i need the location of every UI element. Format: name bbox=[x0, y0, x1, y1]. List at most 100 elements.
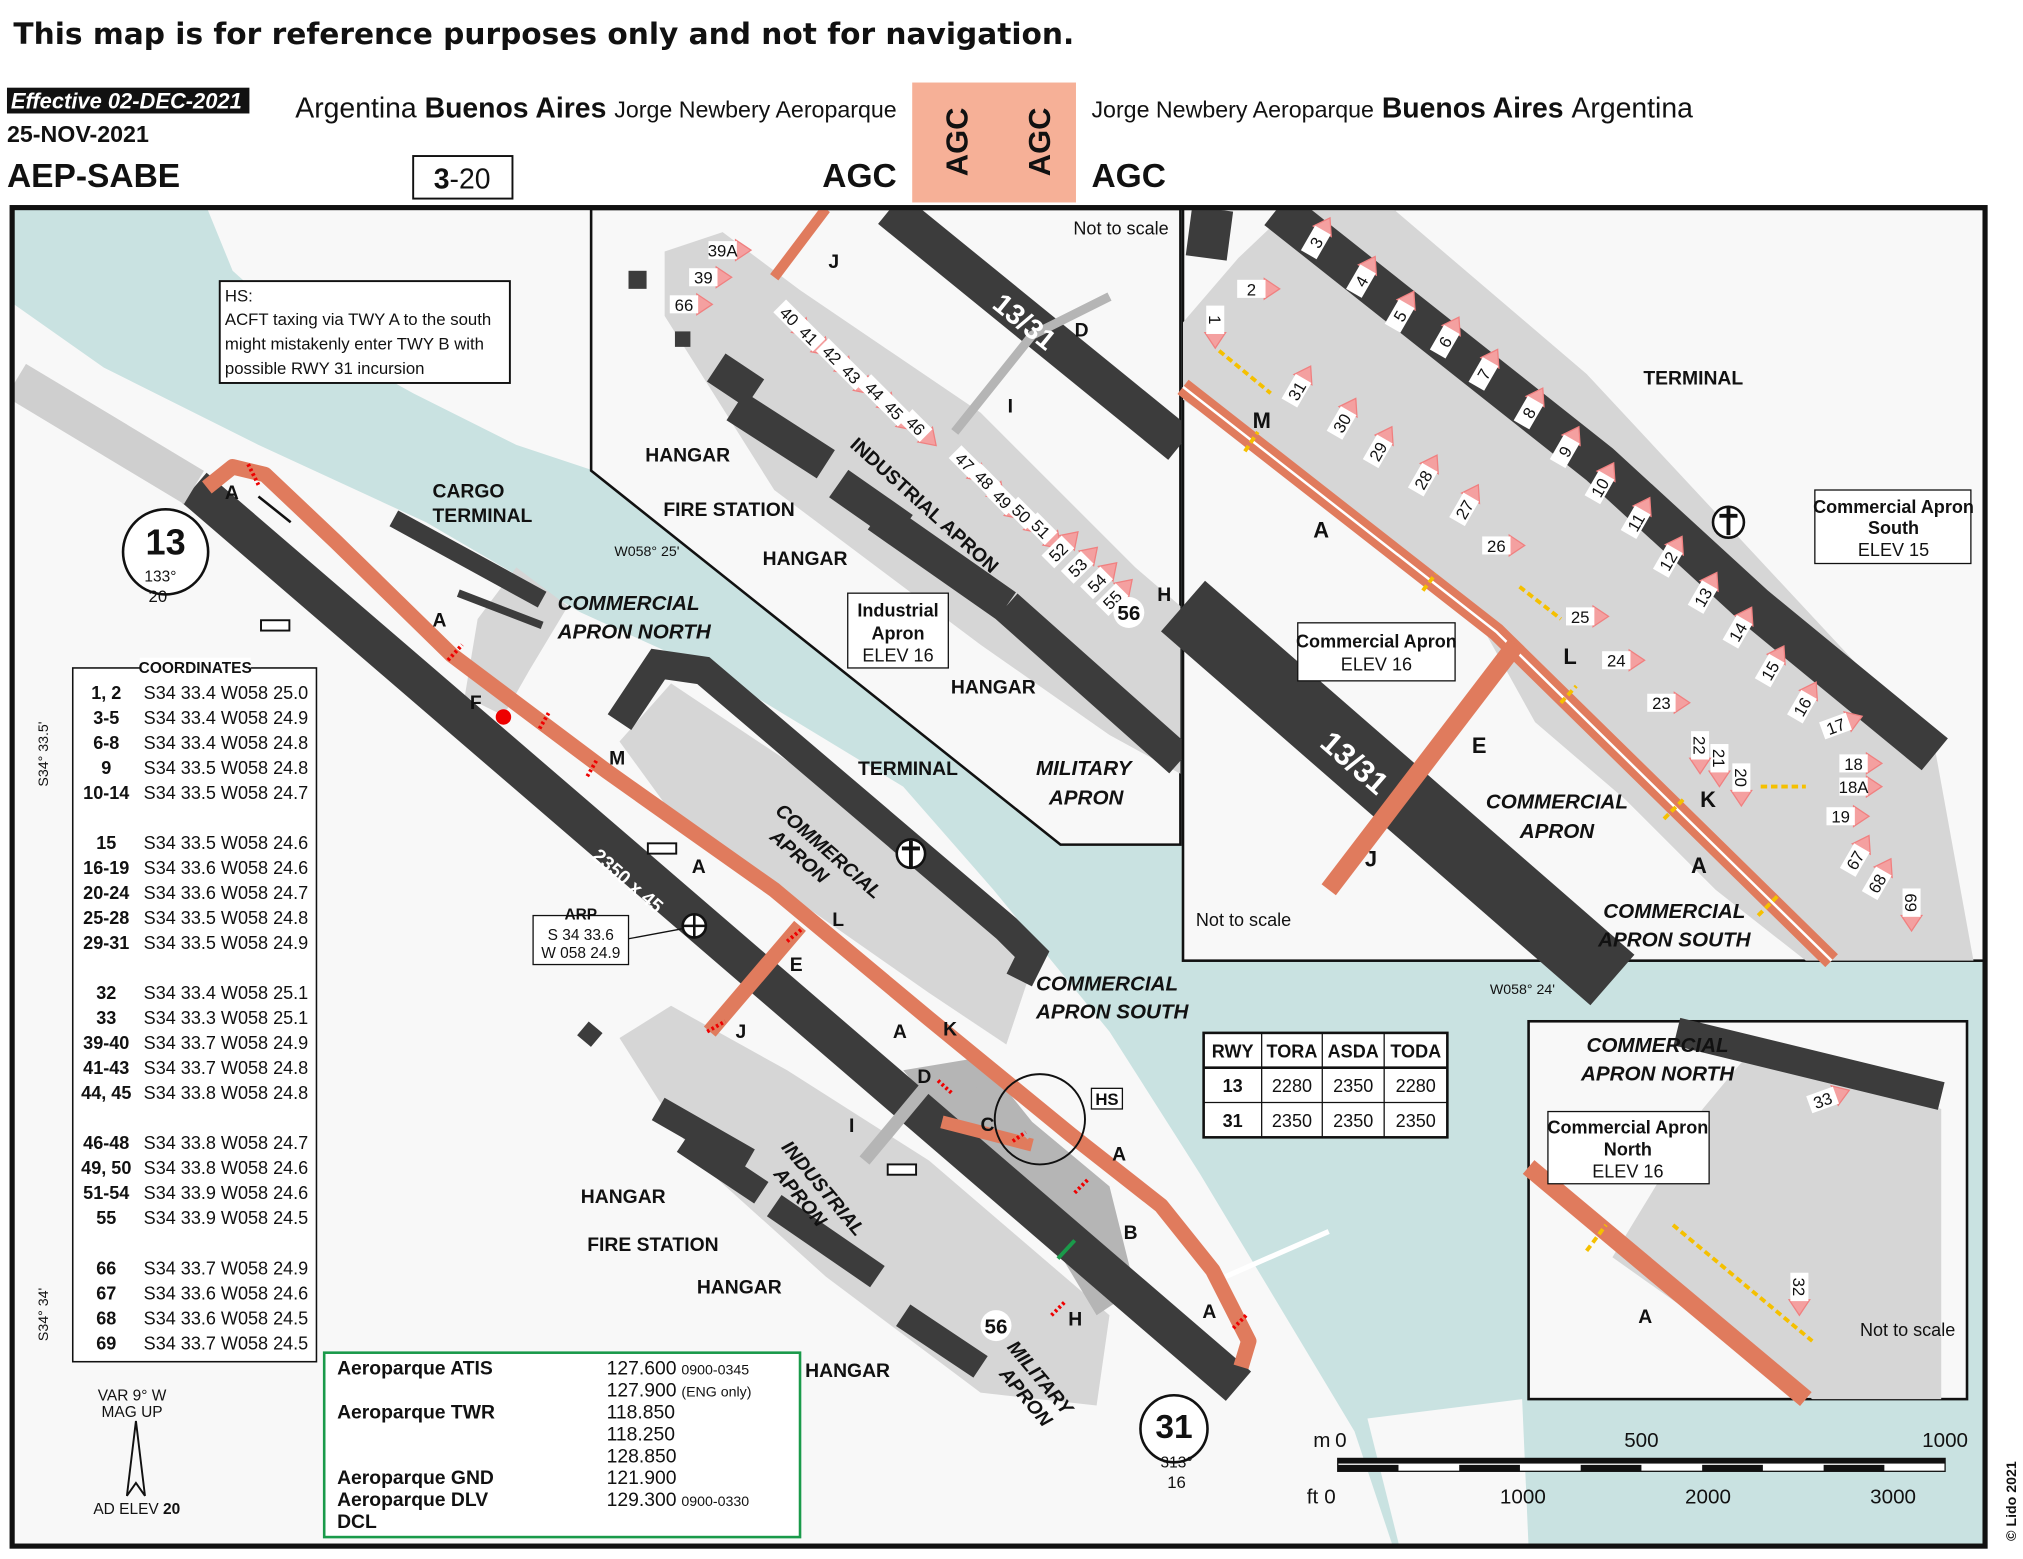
stand-number: 20 bbox=[1731, 768, 1750, 787]
stand-label-bg bbox=[1691, 731, 1710, 760]
stand-9: 9 bbox=[1549, 425, 1581, 469]
coordinate-stands: 3-5 bbox=[93, 708, 119, 728]
coordinate-stands: 9 bbox=[101, 758, 111, 778]
scale-m-unit: m bbox=[1313, 1429, 1330, 1452]
stand-6: 6 bbox=[1429, 316, 1461, 359]
hs-badge-label: HS bbox=[1095, 1090, 1118, 1109]
stand-label-bg bbox=[1041, 535, 1075, 569]
stand-label-bg bbox=[1787, 689, 1817, 724]
stand-label-bg bbox=[1584, 470, 1615, 505]
hs-circle bbox=[993, 1073, 1086, 1166]
not-to-scale: Not to scale bbox=[1196, 910, 1291, 930]
twy-i-label: I bbox=[849, 1115, 854, 1137]
frequency-value: 118.250 bbox=[607, 1423, 675, 1445]
coordinate-value: S34 33.8 W058 24.8 bbox=[144, 1083, 309, 1103]
hangar-label: HANGAR bbox=[581, 1186, 666, 1208]
inset-industrial-labels: Not to scale J D I 13/31 HANGAR FIRE STA… bbox=[645, 219, 1171, 810]
runway-13-designator: 13 bbox=[146, 521, 186, 562]
industrial-apron-box bbox=[847, 592, 949, 669]
inset-commercial-twy-a-centerline bbox=[1182, 385, 1833, 962]
coordinate-stands: 20-24 bbox=[83, 883, 129, 903]
coordinate-stands: 33 bbox=[96, 1008, 116, 1028]
stand-23: 23 bbox=[1647, 691, 1691, 715]
stand-label-bg bbox=[1819, 712, 1852, 740]
commercial-apron-north-box-line: Commercial Apron bbox=[1547, 1117, 1708, 1137]
stand-label-bg bbox=[948, 445, 982, 479]
hs-note-title: HS: bbox=[225, 287, 253, 306]
stand-label-bg bbox=[1080, 566, 1114, 600]
stand-label-bg bbox=[858, 374, 892, 408]
twy-f-label: F bbox=[470, 692, 482, 714]
stand-number: 21 bbox=[1709, 749, 1728, 768]
stand-8: 8 bbox=[1513, 387, 1545, 430]
coordinate-stands: 15 bbox=[96, 833, 116, 853]
rwy-table-cell: 31 bbox=[1223, 1111, 1243, 1131]
rwy-table-cell: 2280 bbox=[1396, 1076, 1436, 1096]
industrial-apron-box-line: ELEV 16 bbox=[862, 646, 933, 666]
stand-label-bg bbox=[877, 393, 911, 427]
commercial-apron-north-box-line: North bbox=[1604, 1139, 1652, 1159]
twy-j-label: J bbox=[828, 251, 839, 273]
agc-tab-label-1: AGC bbox=[940, 107, 975, 176]
scale-segment bbox=[1823, 1464, 1885, 1472]
pier bbox=[1224, 1229, 1330, 1279]
stand-number: 69 bbox=[1901, 893, 1920, 912]
frequency-value: 127.900 bbox=[607, 1380, 677, 1402]
stand-3: 3 bbox=[1300, 216, 1332, 260]
copyright: © Lido 2021 bbox=[2004, 1461, 2020, 1541]
coordinate-value: S34 33.4 W058 25.0 bbox=[144, 683, 309, 703]
coordinate-value: S34 33.5 W058 24.6 bbox=[144, 833, 309, 853]
coordinate-value: S34 33.9 W058 24.6 bbox=[144, 1183, 309, 1203]
stand-39: 39 bbox=[689, 265, 733, 289]
coordinate-value: S34 33.8 W058 24.7 bbox=[144, 1133, 309, 1153]
stand-label-bg bbox=[1732, 763, 1751, 792]
agc-tab-label-2: AGC bbox=[1022, 107, 1057, 176]
frequency-name: Aeroparque GND bbox=[337, 1467, 494, 1489]
taxiway-c bbox=[940, 1115, 1034, 1152]
stand-label-bg bbox=[1861, 866, 1892, 901]
commercial-apron-box-line: Commercial Apron bbox=[1296, 631, 1457, 651]
stand-label-bg bbox=[1482, 536, 1511, 555]
stand-number: 24 bbox=[1607, 652, 1626, 671]
inset-tower-icon bbox=[1711, 505, 1746, 540]
coordinate-value: S34 33.5 W058 24.9 bbox=[144, 933, 309, 953]
rwy-table-cell: 2350 bbox=[1272, 1111, 1312, 1131]
stand-label-bg bbox=[1281, 373, 1312, 408]
agc-left: AGC bbox=[822, 158, 896, 195]
stand-number: 26 bbox=[1487, 537, 1506, 556]
stand-number: 66 bbox=[675, 296, 694, 315]
stand-5: 5 bbox=[1384, 290, 1416, 333]
coordinate-stands: 55 bbox=[96, 1208, 116, 1228]
coordinate-value: S34 33.3 W058 25.1 bbox=[144, 1008, 309, 1028]
coordinate-value: S34 33.6 W058 24.7 bbox=[144, 883, 309, 903]
coordinate-value: S34 33.4 W058 25.1 bbox=[144, 983, 309, 1003]
hs-note: HS: ACFT taxing via TWY A to the south m… bbox=[218, 280, 511, 384]
inset-industrial-hangars bbox=[706, 353, 1192, 774]
frequency-value: 129.300 bbox=[607, 1489, 677, 1511]
twy-e-label: E bbox=[1472, 733, 1487, 758]
commercial-apron-label: APRON bbox=[1519, 820, 1596, 843]
cargo-shed bbox=[456, 589, 544, 630]
coordinate-stands: 16-19 bbox=[83, 858, 129, 878]
twy-l-label: L bbox=[1563, 644, 1576, 669]
cargo-terminal-building bbox=[389, 510, 547, 608]
stand-number: 39 bbox=[694, 269, 713, 288]
stand-number: 19 bbox=[1831, 808, 1850, 827]
stand-label-bg bbox=[773, 299, 807, 333]
inset-north-building bbox=[1673, 1017, 1945, 1110]
cargo-terminal-label: TERMINAL bbox=[433, 505, 533, 527]
coordinate-value: S34 33.8 W058 24.6 bbox=[144, 1158, 309, 1178]
coordinate-stands: 69 bbox=[96, 1333, 116, 1353]
stand-18A: 18A bbox=[1839, 775, 1884, 799]
stand-21: 21 bbox=[1707, 744, 1731, 788]
stand-32: 32 bbox=[1787, 1272, 1811, 1317]
inset-industrial-twy-i-d bbox=[951, 292, 1112, 435]
commercial-apron-north-box bbox=[1547, 1110, 1710, 1185]
coordinate-value: S34 33.4 W058 24.8 bbox=[144, 733, 309, 753]
commercial-apron-south-box-line: ELEV 15 bbox=[1858, 540, 1929, 560]
left-title: Argentina Buenos Aires Jorge Newbery Aer… bbox=[295, 92, 896, 124]
effective-badge bbox=[6, 87, 250, 114]
stand-label-bg bbox=[1384, 299, 1415, 333]
